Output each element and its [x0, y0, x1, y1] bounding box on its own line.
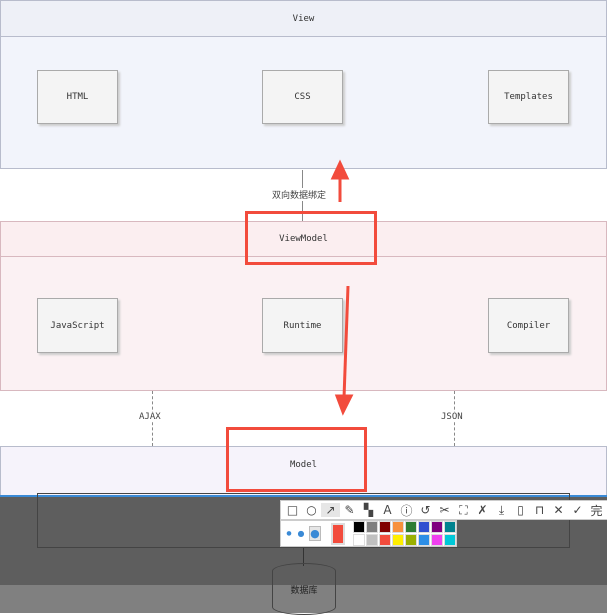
style-palette: ● ● ●	[280, 520, 457, 547]
ellipse-icon[interactable]: ○	[306, 503, 317, 517]
number-icon[interactable]: ⓘ	[400, 503, 413, 518]
download-icon[interactable]: ⤓	[498, 502, 505, 517]
down-arrow	[334, 285, 354, 416]
phone-icon[interactable]: ▯	[517, 503, 524, 517]
size-small[interactable]: ●	[286, 530, 292, 537]
arrow-icon[interactable]: ↗	[321, 503, 340, 517]
size-medium[interactable]: ●	[297, 529, 305, 538]
css-box: CSS	[262, 70, 343, 124]
compiler-box: Compiler	[488, 298, 569, 353]
color-swatch[interactable]	[379, 534, 391, 546]
view-title: View	[1, 1, 606, 37]
color-swatch[interactable]	[444, 534, 456, 546]
color-swatch[interactable]	[366, 521, 378, 533]
color-swatch[interactable]	[353, 534, 365, 546]
model-title: Model	[289, 460, 318, 470]
color-swatch[interactable]	[431, 521, 443, 533]
close-icon[interactable]: ✕	[553, 503, 564, 517]
javascript-box: JavaScript	[37, 298, 118, 353]
templates-box: Templates	[488, 70, 569, 124]
color-swatch[interactable]	[431, 534, 443, 546]
cut-icon[interactable]: ✂	[439, 503, 450, 517]
finish-label[interactable]: 完	[590, 503, 603, 518]
check-icon[interactable]: ✓	[572, 503, 583, 517]
undo-icon[interactable]: ↺	[420, 503, 431, 517]
model-highlight	[226, 427, 367, 492]
rectangle-icon[interactable]: □	[286, 503, 299, 517]
database-label: 数据库	[290, 585, 318, 596]
color-swatches	[353, 521, 456, 546]
binding-label: 双向数据绑定	[272, 188, 327, 201]
color-swatch[interactable]	[444, 521, 456, 533]
bookmark-icon[interactable]: ⊓	[534, 503, 545, 517]
color-swatch[interactable]	[405, 521, 417, 533]
color-swatch[interactable]	[418, 521, 430, 533]
color-swatch[interactable]	[379, 521, 391, 533]
color-swatch[interactable]	[353, 521, 365, 533]
color-swatch[interactable]	[366, 534, 378, 546]
viewmodel-title: ViewModel	[1, 222, 606, 257]
html-box: HTML	[37, 70, 118, 124]
json-label: JSON	[441, 412, 463, 422]
current-color[interactable]	[330, 522, 345, 545]
runtime-box: Runtime	[262, 298, 343, 353]
size-large[interactable]: ●	[309, 526, 321, 541]
scan-icon[interactable]: ⛶	[459, 502, 468, 517]
color-swatch[interactable]	[418, 534, 430, 546]
ajax-label: AJAX	[139, 412, 161, 422]
db-connector	[303, 548, 304, 566]
color-swatch[interactable]	[392, 534, 404, 546]
text-icon[interactable]: A	[383, 503, 392, 517]
mosaic-icon[interactable]: ▚	[363, 503, 374, 517]
model-inner-box	[37, 493, 570, 548]
viewmodel-highlight	[245, 211, 377, 265]
color-swatch[interactable]	[392, 521, 404, 533]
color-swatch[interactable]	[405, 534, 417, 546]
pencil-icon[interactable]: ✎	[344, 503, 355, 517]
up-arrow	[330, 159, 350, 202]
pin-icon[interactable]: ✗	[477, 503, 488, 517]
